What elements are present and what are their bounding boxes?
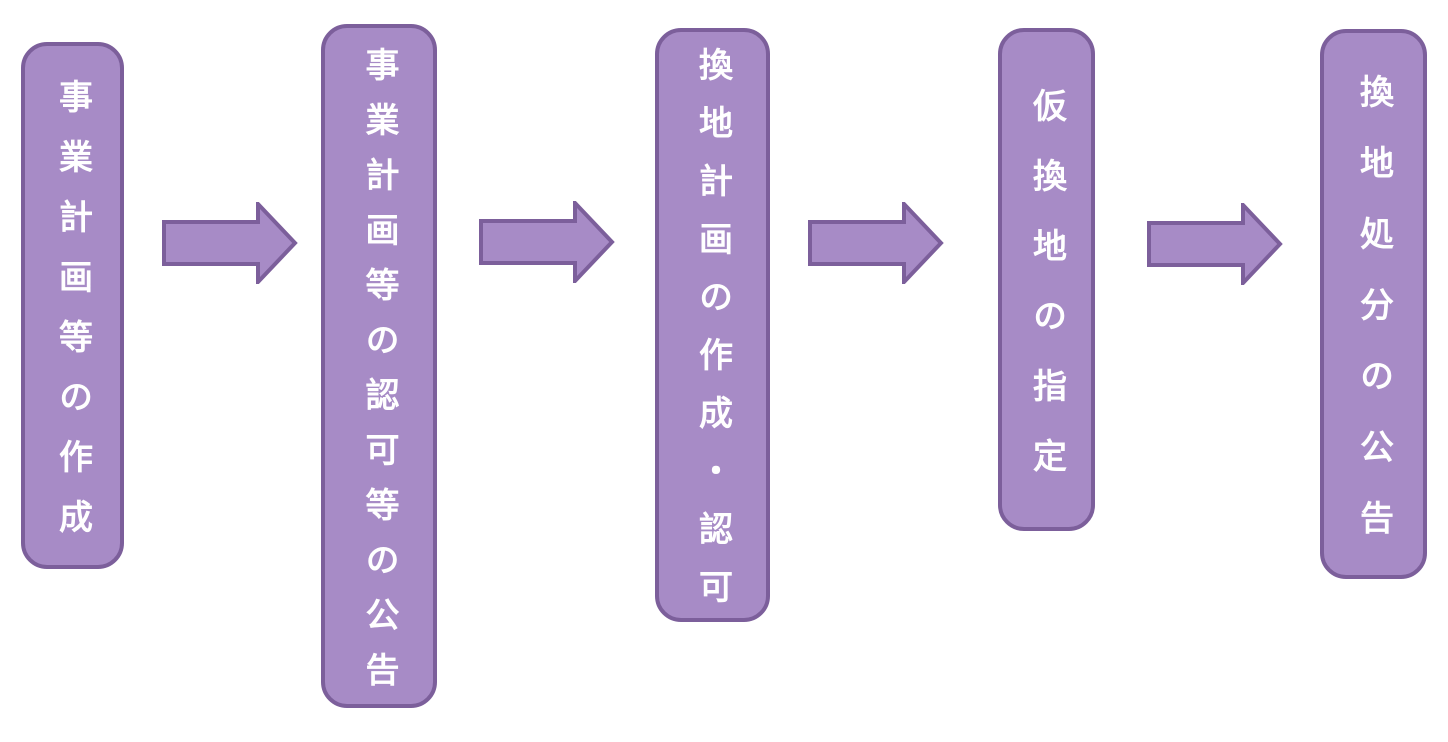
step-label: 事業計画等の認可等の公告 (360, 46, 398, 707)
step-box-business-plan-creation: 事業計画等の作成 (21, 42, 124, 569)
step-label: 事業計画等の作成 (53, 78, 92, 559)
step-box-provisional-replotting-designation: 仮換地の指定 (998, 28, 1095, 531)
step-box-replotting-disposition-notice: 換地処分の公告 (1320, 29, 1427, 579)
step-label: 仮換地の指定 (1027, 87, 1066, 508)
step-label: 換地処分の公告 (1354, 74, 1393, 571)
step-label: 換地計画の作成・認可 (693, 47, 732, 627)
arrow-right-icon (808, 202, 944, 284)
arrow-right-icon (479, 201, 615, 283)
step-box-replotting-plan-creation-approval: 換地計画の作成・認可 (655, 28, 770, 627)
arrow-right-icon (1147, 203, 1283, 285)
step-box-plan-approval-notice: 事業計画等の認可等の公告 (321, 24, 437, 708)
arrow-right-icon (162, 202, 298, 284)
